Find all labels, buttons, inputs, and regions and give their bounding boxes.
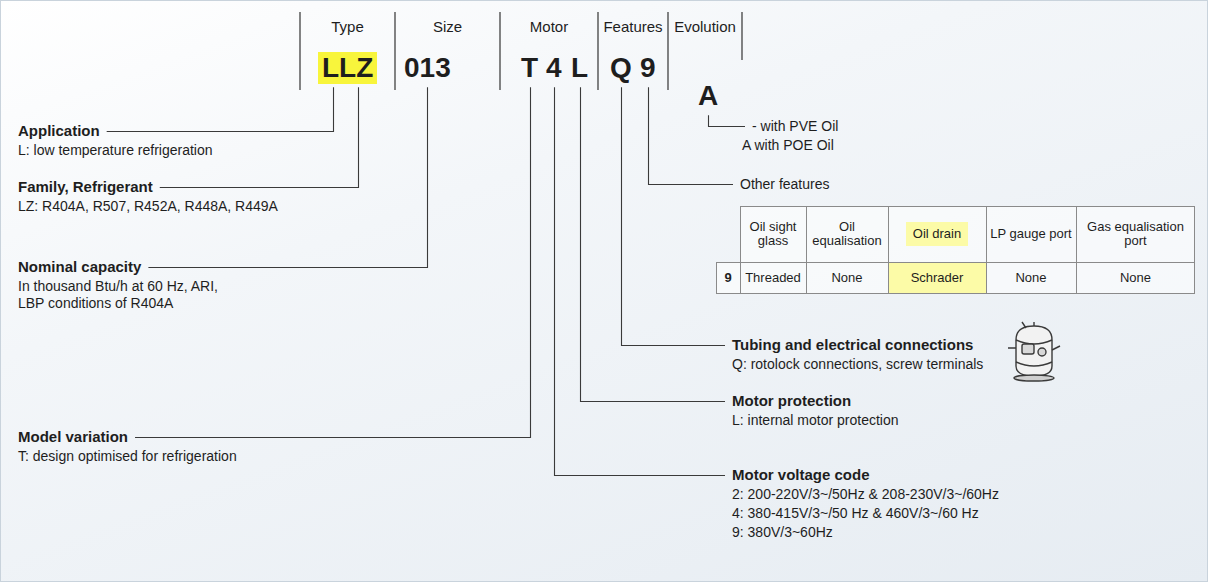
table-cell: Oil drain bbox=[888, 206, 986, 262]
option-text: A with POE Oil bbox=[742, 137, 834, 154]
leader-line bbox=[148, 87, 427, 267]
code-letter: LLZ bbox=[318, 52, 377, 84]
field-text: 2: 200-220V/3~/50Hz & 208-230V/3~/60Hz bbox=[732, 486, 999, 503]
field-text: T: design optimised for refrigeration bbox=[18, 448, 237, 465]
code-letter: 013 bbox=[404, 52, 451, 84]
field-text: LZ: R404A, R507, R452A, R448A, R449A bbox=[18, 198, 278, 215]
option-text: - with PVE Oil bbox=[752, 118, 838, 135]
field-text: L: low temperature refrigeration bbox=[18, 142, 213, 159]
leader-line bbox=[622, 87, 726, 345]
field-heading: Motor protection bbox=[732, 392, 851, 410]
field-text: 9: 380V/3~60Hz bbox=[732, 524, 833, 541]
code-letter: 4 bbox=[546, 52, 562, 84]
leader-line bbox=[135, 87, 530, 437]
field-heading: Application bbox=[18, 122, 100, 140]
code-letter: L bbox=[571, 52, 588, 84]
code-letter: Q bbox=[610, 52, 632, 84]
code-letter: T bbox=[521, 52, 538, 84]
field-text: L: internal motor protection bbox=[732, 412, 899, 429]
table-cell: Oil equalisation bbox=[806, 206, 888, 262]
leader-line bbox=[649, 87, 734, 184]
compressor-icon bbox=[1008, 322, 1060, 381]
header-label: Evolution bbox=[670, 18, 740, 36]
field-heading: Nominal capacity bbox=[18, 258, 141, 276]
table-cell: None bbox=[986, 262, 1076, 294]
leader-line bbox=[581, 87, 726, 401]
field-heading: Other features bbox=[740, 176, 830, 193]
field-text: In thousand Btu/h at 60 Hz, ARI, LBP con… bbox=[18, 278, 223, 312]
leader-line bbox=[555, 87, 726, 475]
leader-line bbox=[160, 87, 359, 187]
features-table bbox=[717, 206, 1196, 294]
code-letter: 9 bbox=[640, 52, 656, 84]
table-cell: LP gauge port bbox=[986, 206, 1076, 262]
table-cell: Gas equalisation port bbox=[1076, 206, 1195, 262]
header-label: Motor bbox=[502, 18, 596, 36]
code-letter: A bbox=[698, 80, 718, 112]
header-label: Features bbox=[600, 18, 666, 36]
table-cell: None bbox=[806, 262, 888, 294]
leader-line bbox=[107, 87, 334, 131]
field-heading: Family, Refrigerant bbox=[18, 178, 153, 196]
header-separators bbox=[300, 12, 742, 90]
table-cell: None bbox=[1076, 262, 1195, 294]
table-cell: 9 bbox=[716, 262, 740, 294]
leader-line bbox=[709, 115, 746, 126]
field-heading: Motor voltage code bbox=[732, 466, 870, 484]
table-cell: Oil sight glass bbox=[740, 206, 806, 262]
field-text: 4: 380-415V/3~/50 Hz & 460V/3~/60 Hz bbox=[732, 505, 979, 522]
field-heading: Tubing and electrical connections bbox=[732, 336, 973, 354]
table-cell: Schrader bbox=[888, 262, 986, 294]
header-label: Type bbox=[302, 18, 393, 36]
header-label: Size bbox=[397, 18, 498, 36]
field-heading: Model variation bbox=[18, 428, 128, 446]
table-cell: Threaded bbox=[740, 262, 806, 294]
field-text: Q: rotolock connections, screw terminals bbox=[732, 356, 983, 373]
